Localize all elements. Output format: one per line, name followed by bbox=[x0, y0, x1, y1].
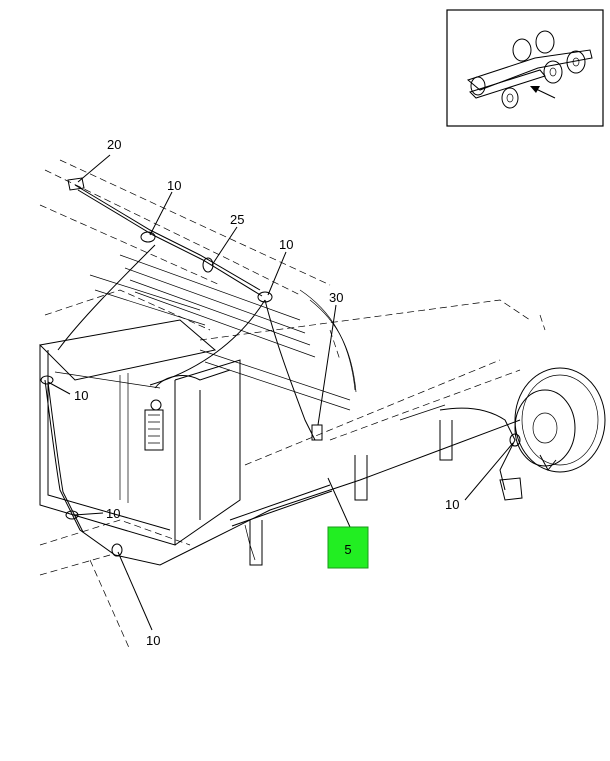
callout-25: 25 bbox=[230, 212, 244, 227]
callout-30: 30 bbox=[329, 290, 343, 305]
leader-lines bbox=[47, 154, 514, 631]
battery-box bbox=[38, 319, 241, 546]
highlight-callout-5[interactable]: 5 bbox=[327, 526, 369, 569]
highlight-box[interactable] bbox=[327, 526, 369, 569]
callout-10-left: 10 bbox=[74, 388, 88, 403]
brake-chamber bbox=[514, 367, 606, 473]
callout-10-upper-right: 10 bbox=[279, 237, 293, 252]
callout-10-top: 10 bbox=[167, 178, 181, 193]
callout-10-right: 10 bbox=[445, 497, 459, 512]
location-arrow bbox=[530, 86, 556, 99]
frame-rails bbox=[39, 159, 546, 651]
callout-20: 20 bbox=[107, 137, 121, 152]
frame-brackets bbox=[67, 177, 523, 566]
callout-labels: 20 10 25 10 30 10 10 10 10 bbox=[74, 137, 459, 648]
harness-clips bbox=[40, 231, 521, 557]
callout-10-bottom: 10 bbox=[146, 633, 160, 648]
crossmember bbox=[89, 254, 351, 411]
wiring-harness bbox=[44, 184, 521, 566]
locator-inset bbox=[446, 9, 604, 127]
callout-10-lower-left: 10 bbox=[106, 506, 120, 521]
truck-chassis-thumbnail bbox=[466, 30, 593, 109]
cab-outline bbox=[299, 289, 357, 393]
callout-5[interactable]: 5 bbox=[344, 542, 351, 557]
